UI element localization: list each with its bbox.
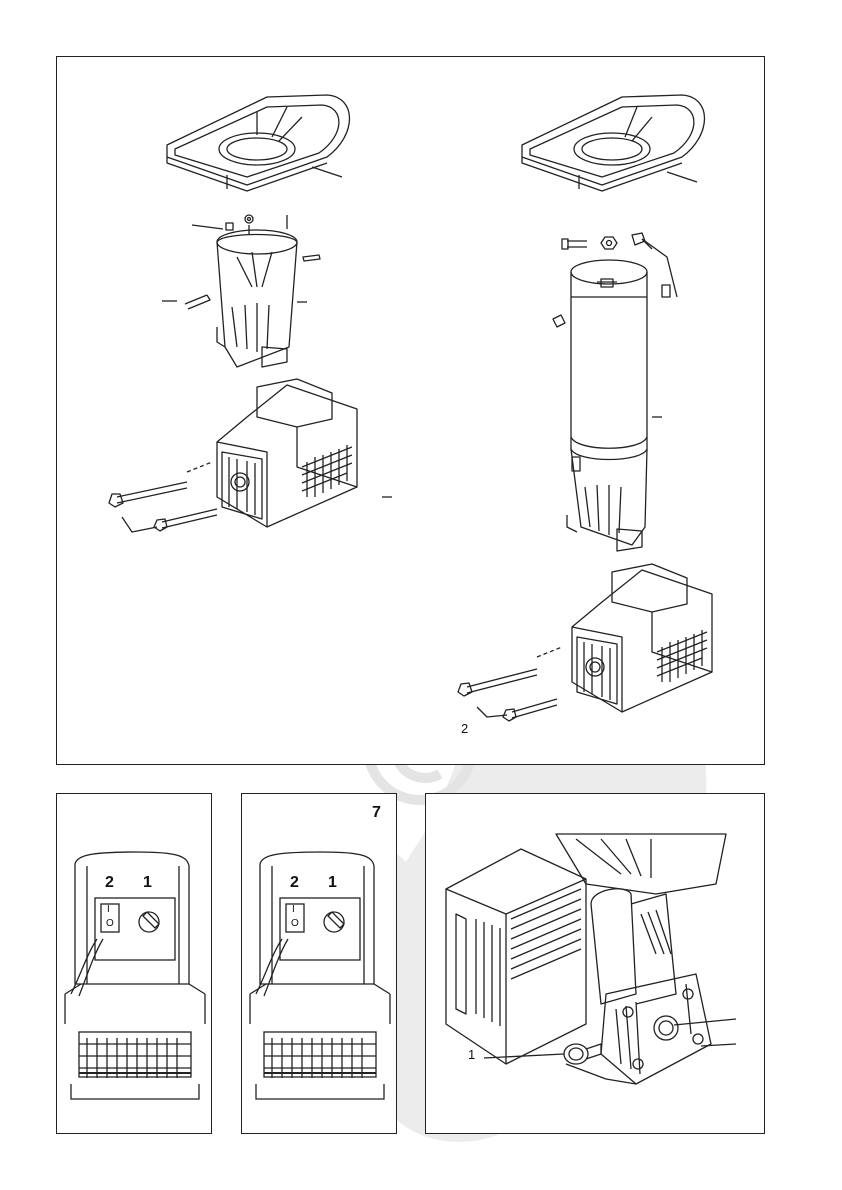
switch-label-2: 2 — [105, 874, 114, 892]
bottom-middle-switch-panel: 7 2 1 I O — [241, 793, 397, 1134]
switch-label-1: 1 — [328, 874, 337, 892]
callout-label-1: 1 — [468, 1047, 475, 1062]
bottom-right-motor-detail-panel: 1 — [425, 793, 765, 1134]
switch-off-mark: O — [291, 918, 299, 929]
motor-detail-drawing — [426, 794, 766, 1135]
top-assembly-panel: 2 — [56, 56, 765, 765]
right-motor-unit — [458, 564, 712, 721]
switch-panel-drawing-left — [57, 794, 213, 1135]
callout-label-2: 2 — [461, 721, 468, 736]
switch-on-mark: I — [107, 904, 110, 915]
left-funnel — [162, 215, 320, 367]
left-hopper-tray — [167, 95, 350, 191]
switch-on-mark: I — [292, 904, 295, 915]
left-motor-unit — [109, 379, 392, 532]
right-extension-tube — [567, 260, 662, 551]
exploded-assembly-drawing — [57, 57, 766, 766]
switch-off-mark: O — [106, 918, 114, 929]
switch-label-1: 1 — [143, 874, 152, 892]
bottom-left-switch-panel: 2 1 I O — [56, 793, 212, 1134]
switch-label-2: 2 — [290, 874, 299, 892]
right-hopper-tray — [522, 95, 705, 191]
switch-panel-drawing-middle — [242, 794, 398, 1135]
figure-number: 7 — [372, 804, 381, 822]
